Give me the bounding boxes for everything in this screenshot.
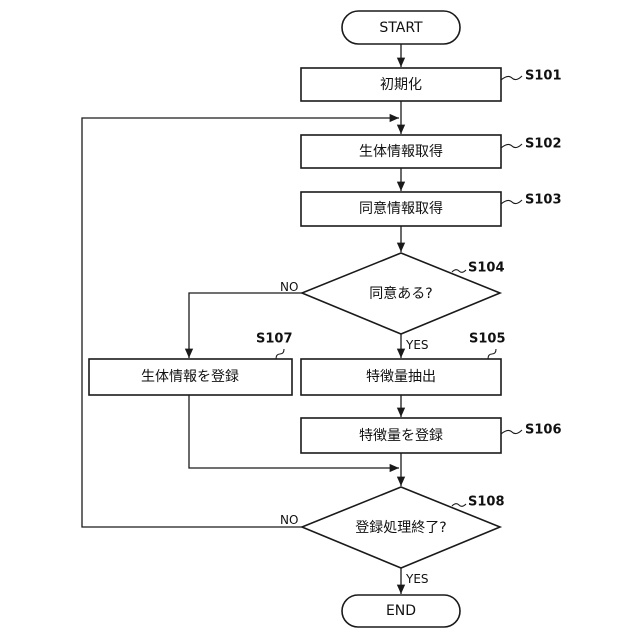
decision-s104-text: 同意ある? bbox=[369, 285, 432, 302]
step-s101-text: 初期化 bbox=[380, 76, 422, 93]
leader-s102 bbox=[501, 144, 522, 148]
step-s106-text: 特徴量を登録 bbox=[359, 428, 443, 444]
leader-s106 bbox=[501, 430, 522, 434]
end-label: END bbox=[386, 603, 416, 619]
step-id-s104: S104 bbox=[468, 261, 505, 276]
leader-s108 bbox=[452, 504, 466, 507]
step-id-s102: S102 bbox=[525, 137, 562, 152]
branch-s104-no: NO bbox=[280, 280, 298, 294]
branch-s104-yes: YES bbox=[405, 338, 429, 352]
step-s103-text: 同意情報取得 bbox=[359, 200, 443, 217]
step-id-s105: S105 bbox=[469, 332, 506, 347]
leader-s101 bbox=[501, 76, 522, 80]
leader-s105 bbox=[488, 349, 496, 359]
step-s102-text: 生体情報取得 bbox=[359, 143, 443, 160]
leader-s104 bbox=[452, 270, 466, 273]
leader-s107 bbox=[276, 349, 284, 359]
leader-s103 bbox=[501, 200, 522, 204]
start-label: START bbox=[379, 20, 423, 36]
step-s107-text: 生体情報を登録 bbox=[141, 369, 239, 385]
branch-s108-yes: YES bbox=[405, 572, 429, 586]
step-id-s107: S107 bbox=[256, 332, 293, 347]
step-id-s106: S106 bbox=[525, 423, 562, 438]
arrow-s104-no-to-s107 bbox=[189, 293, 303, 358]
step-s105-text: 特徴量抽出 bbox=[366, 369, 436, 385]
step-id-s103: S103 bbox=[525, 193, 562, 208]
step-id-s108: S108 bbox=[468, 495, 505, 510]
arrow-s108-no-loop-to-s102 bbox=[82, 118, 399, 527]
step-id-s101: S101 bbox=[525, 69, 562, 84]
branch-s108-no: NO bbox=[280, 513, 298, 527]
decision-s108-text: 登録処理終了? bbox=[355, 520, 446, 536]
